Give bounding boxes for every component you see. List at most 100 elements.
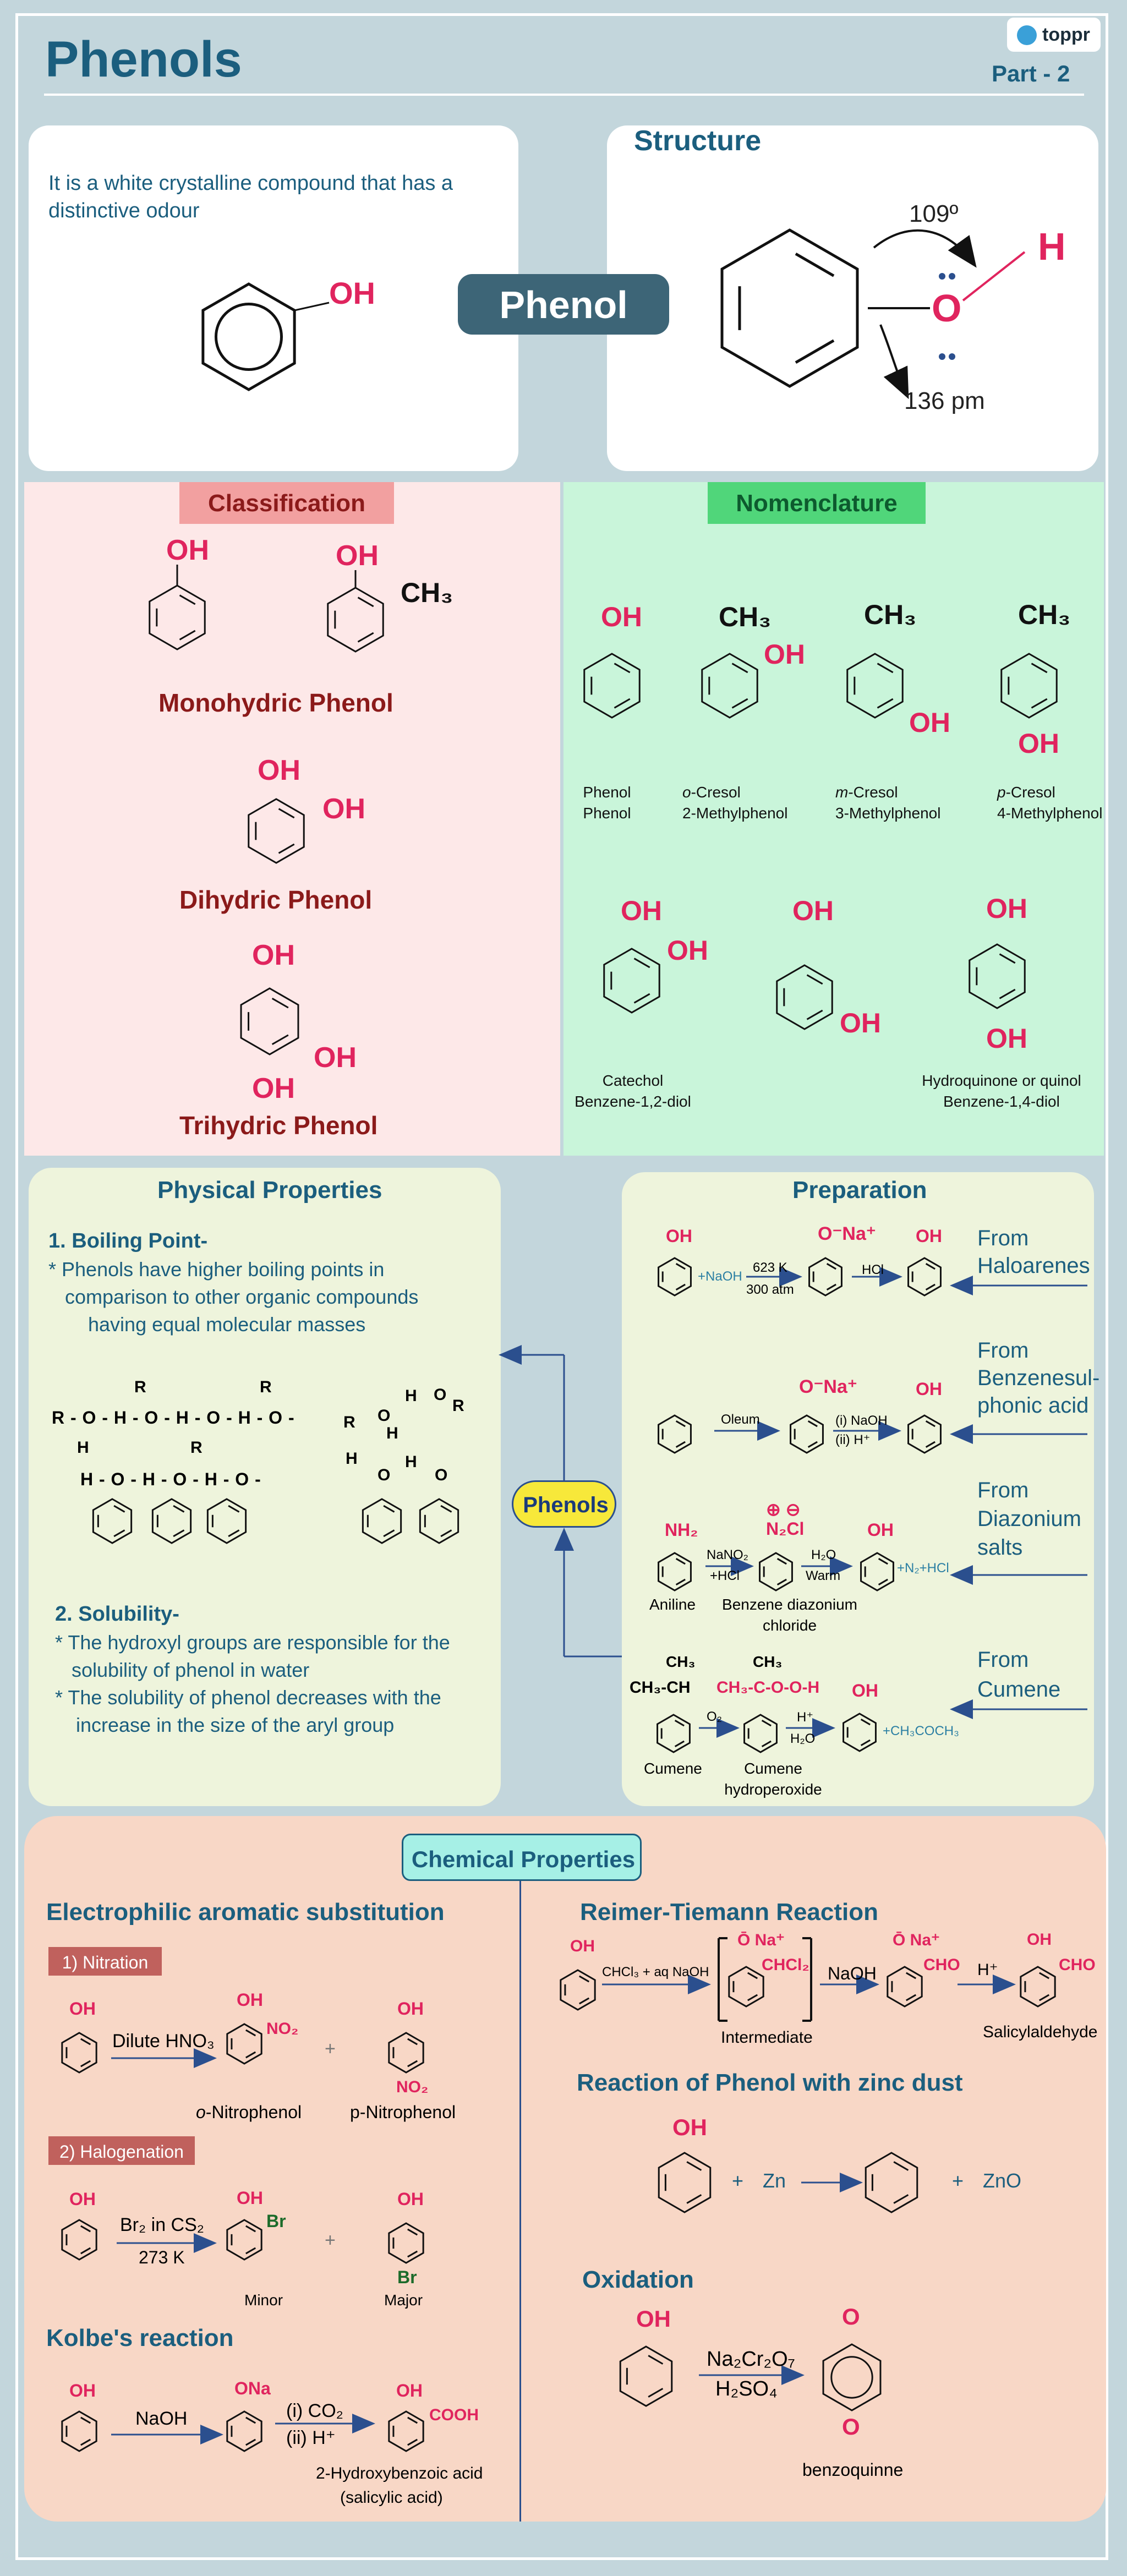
sol-line3: * The solubility of phenol decreases wit… <box>55 1686 441 1709</box>
hb-phenol-ring-2-double-bond-0 <box>228 1505 240 1513</box>
toppr-logo-icon <box>1017 25 1037 45</box>
prep4-ch3: CH₃ <box>666 1653 696 1670</box>
kolbe-phenol-ring <box>61 2410 97 2452</box>
zn-benzene-ring-double-bond-1 <box>893 2194 909 2204</box>
resorcinol-oh1: OH <box>792 895 834 926</box>
prep4-product-ring <box>842 1713 877 1752</box>
prep3-byproduct: +N₂+HCl <box>897 1561 949 1576</box>
rt-h: H⁺ <box>977 1961 998 1979</box>
nit-phenol-ring-double-bond-1 <box>80 2060 91 2068</box>
prep3-product-ring-double-bond-0 <box>878 1558 888 1565</box>
nom4-common-text: -Cresol <box>1005 784 1055 801</box>
mono2-oh: OH <box>336 540 379 572</box>
rt-oh: OH <box>570 1937 595 1955</box>
hal-phenol-ring-double-bond-1 <box>80 2247 91 2255</box>
intro-description-line2: distinctive odour <box>48 199 200 222</box>
class-mono2-ring <box>327 587 384 653</box>
nit-phenol-ring <box>61 2032 97 2074</box>
ring-o2: O <box>378 1407 391 1425</box>
structure-benzene-ring-double-bond-1 <box>795 339 835 364</box>
hb-r-top1: R <box>134 1378 146 1396</box>
classification-header: Classification <box>179 482 394 524</box>
bond-length-label: 136 pm <box>904 387 985 414</box>
prep3-aniline-ring-double-bond-1 <box>675 1578 686 1585</box>
nom2-prefix: o <box>682 784 691 801</box>
prep3-nh2: NH₂ <box>665 1520 698 1540</box>
prep3-source1: Diazonium <box>977 1507 1081 1531</box>
hal-phenol-ring-double-bond-0 <box>80 2225 91 2233</box>
catechol-iupac: Benzene-1,2-diol <box>575 1093 691 1110</box>
prep4-from: From <box>977 1648 1029 1672</box>
hydroquinone-common: Hydroquinone or quinol <box>922 1072 1081 1089</box>
zn-oh: OH <box>672 2114 707 2140</box>
rt-ona2: Ō Na⁺ <box>893 1931 940 1949</box>
prep2-from: From <box>977 1338 1029 1363</box>
prep1-from: From <box>977 1226 1029 1250</box>
prep4-ch3ch: CH₃-CH <box>630 1678 691 1697</box>
solubility-heading: 2. Solubility- <box>55 1603 179 1626</box>
classification-title: Classification <box>207 490 366 517</box>
o-nitro-text: -Nitrophenol <box>205 2102 302 2122</box>
hal-p-br: Br <box>397 2267 417 2287</box>
tri-oh3: OH <box>252 1073 295 1104</box>
rt-phenol-ring-double-bond-1 <box>579 1997 590 2005</box>
lone-pair-dot-0 <box>939 273 945 280</box>
bp-line2: comparison to other organic compounds <box>65 1286 419 1308</box>
prep4-h: H⁺ <box>797 1710 813 1725</box>
class-tri-ring-double-bond-0 <box>271 997 289 1009</box>
physical-title: Physical Properties <box>157 1177 382 1204</box>
prep1-source: Haloarenes <box>977 1254 1090 1278</box>
class-mono1-ring-double-bond-0 <box>179 594 196 605</box>
prep3-diazonium-ring <box>759 1552 793 1591</box>
class-tri-ring <box>240 987 299 1055</box>
nom-mcresol-ring-double-bond-0 <box>877 663 894 674</box>
prep4-hydroperoxide-ring-double-bond-1 <box>761 1740 772 1747</box>
hb-phenol-ring-0 <box>92 1498 133 1544</box>
prep4-hp1: Cumene <box>744 1760 802 1777</box>
nitration-tag: 1) Nitration <box>48 1947 162 1976</box>
oxygen-label: O <box>932 287 962 330</box>
ox-quinone-ring-circle <box>830 2356 873 2399</box>
hal-major: Major <box>384 2291 423 2309</box>
ring-o1: O <box>434 1386 447 1404</box>
rt-naoh: NaOH <box>828 1964 877 1983</box>
rt-product-oh: OH <box>1027 1930 1052 1949</box>
zn-phenol-ring <box>658 2152 712 2213</box>
rt-ona: Ō Na⁺ <box>737 1931 785 1949</box>
hb-phenol-ring-4-double-bond-1 <box>440 1529 452 1538</box>
prep4-cumene-ring <box>656 1714 691 1753</box>
ring-o4: O <box>435 1466 448 1484</box>
ring-h1: H <box>405 1387 417 1405</box>
rt-title: Reimer-Tiemann Reaction <box>580 1899 879 1926</box>
part-label: Part - 2 <box>992 61 1070 86</box>
prep1-oh: OH <box>666 1226 692 1246</box>
nit-reagent: Dilute HNO₃ <box>112 2031 215 2052</box>
prep4-product-oh: OH <box>852 1681 878 1700</box>
nom-resorcinol-ring-double-bond-0 <box>806 974 823 985</box>
kolbe-oh: OH <box>69 2381 96 2400</box>
rt-intermediate-ring-double-bond-1 <box>747 1994 758 2001</box>
trihydric-label: Trihydric Phenol <box>179 1111 378 1140</box>
di-oh2: OH <box>322 793 365 825</box>
hal-ortho-ring-double-bond-1 <box>245 2247 256 2255</box>
mono2-ch3: CH₃ <box>401 577 453 608</box>
prep1-ona: O⁻Na⁺ <box>818 1223 876 1244</box>
class-mono2-ring-double-bond-1 <box>357 632 374 643</box>
ox-reagent2: H₂SO₄ <box>715 2377 778 2400</box>
p-nitrophenol-label: p-Nitrophenol <box>350 2102 456 2122</box>
prep3-aniline-ring-double-bond-0 <box>675 1558 686 1565</box>
nom4-iupac: 4-Methylphenol <box>997 805 1103 822</box>
ring-h2: H <box>386 1424 398 1442</box>
nom-phenol-ring-double-bond-0 <box>614 663 631 674</box>
nom2-iupac: 2-Methylphenol <box>682 805 788 822</box>
nom-hydroquinone-ring <box>969 943 1026 1009</box>
nom3-oh: OH <box>909 707 950 738</box>
nom-ocresol-ring-double-bond-0 <box>731 663 748 674</box>
nit-ortho-ring-double-bond-0 <box>245 2029 256 2037</box>
preparation-panel <box>622 1172 1094 1806</box>
intro-description-line1: It is a white crystalline compound that … <box>48 172 453 195</box>
ring-o3: O <box>378 1466 391 1484</box>
prep2-product-ring-double-bond-1 <box>925 1441 935 1448</box>
prep2-source2: phonic acid <box>977 1393 1089 1418</box>
hydroquinone-iupac: Benzene-1,4-diol <box>943 1093 1060 1110</box>
